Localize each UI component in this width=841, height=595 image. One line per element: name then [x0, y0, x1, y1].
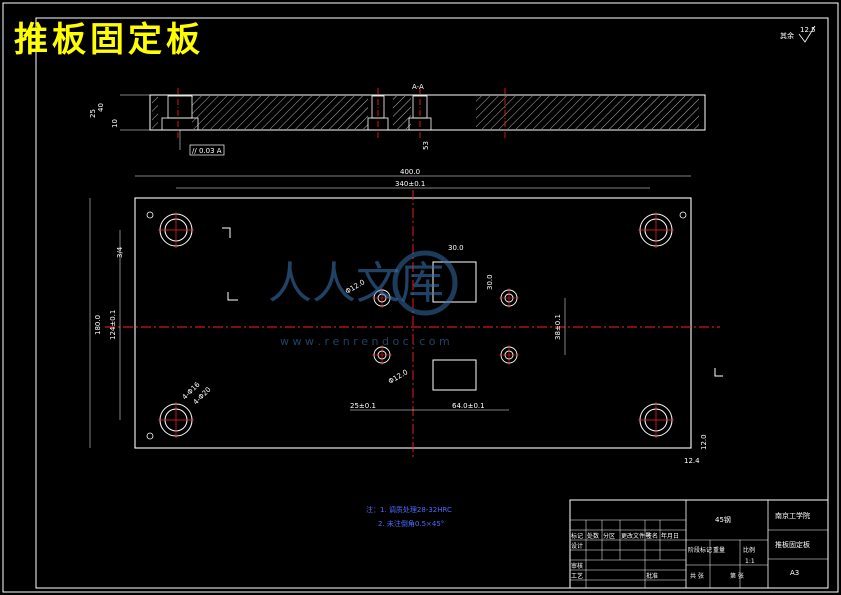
section-view: A-A 25 40 10 53 // 0.03 A: [89, 83, 706, 156]
tb-sheet-size: A3: [790, 569, 799, 577]
dim-square-height: 30.0: [486, 274, 494, 290]
section-label: A-A: [412, 83, 424, 91]
watermark: 人人文库 w w w . r e n r e n d o c . c o m: [268, 250, 458, 348]
tb-scale-value: 1:1: [745, 558, 755, 565]
inner-border: [35, 17, 829, 589]
section-hatch-a: [192, 96, 368, 129]
tb-sheets-total: 共 张: [690, 572, 704, 580]
tolerance-frame: [189, 144, 225, 156]
title-block-frame: [569, 499, 829, 589]
note-line-1: 注：1. 调质处理28-32HRC: [366, 505, 452, 514]
dim-bottom-right: 12.4: [684, 457, 700, 465]
dim-edge-label: 3/4: [116, 246, 124, 258]
tolerance-text: // 0.03 A: [192, 147, 222, 155]
tb-row-label-5: 年月日: [661, 532, 679, 540]
tb-stage-label: 阶段标记: [688, 546, 712, 554]
dim-overall-width: 400.0: [400, 168, 420, 176]
dim-right-small: 12.0: [700, 434, 708, 450]
dim-center-pitch: 64.0±0.1: [452, 402, 485, 410]
section-hatch-c: [476, 96, 699, 129]
section-hatch-b: [393, 96, 411, 129]
tb-row-label-1: 处数: [587, 532, 599, 540]
title-block: 南京工学院 推板固定板 A3 45钢 阶段标记 重量 比例 1:1 共 张 第 …: [569, 499, 829, 589]
section-marker-right: [714, 368, 723, 377]
tb-scale-label: 比例: [743, 546, 755, 554]
corner-hole-top-left: [158, 212, 194, 248]
pin-hole-top-right: [679, 211, 687, 219]
tb-sheets-of: 第 张: [730, 572, 744, 580]
watermark-url: w w w . r e n r e n d o c . c o m: [280, 335, 450, 348]
dim-left-pitch: 25±0.1: [350, 402, 376, 410]
tb-designer: 设计: [571, 542, 583, 550]
tb-drawing-name: 推板固定板: [775, 540, 810, 549]
section-hatch-d: [152, 96, 158, 129]
ejector-hole-lower-right: [499, 345, 519, 365]
corner-hole-bottom-right: [638, 402, 674, 438]
roughness-value: 12.5: [800, 26, 816, 34]
section-dim-c: 10: [111, 119, 119, 128]
pin-hole-top-left: [146, 211, 154, 219]
dim-vert-span: 124±0.1: [109, 310, 117, 340]
section-marker-left: [227, 292, 238, 301]
page-title: 推板固定板: [14, 20, 204, 60]
section-dim-bottom: 53: [422, 141, 430, 150]
section-marker-top: [222, 227, 231, 238]
roughness-note: 其余: [780, 31, 794, 40]
roughness-symbol-icon: [798, 25, 816, 43]
plan-view: 400.0 340±0.1 180.0 124±0.1 3/4: [89, 168, 723, 465]
tb-row-label-3: 更改文件号: [621, 532, 651, 540]
tb-material: 45钢: [715, 515, 731, 524]
note-line-2: 2. 未注倒角0.5×45°: [378, 519, 444, 528]
corner-hole-bottom-left: [158, 402, 194, 438]
dim-small-hole-b: Φ12.0: [387, 368, 409, 385]
tb-checker: 审核: [571, 562, 583, 570]
section-dim-b: 40: [97, 103, 105, 112]
square-opening-lower: [432, 359, 477, 391]
watermark-text: 人人文库: [268, 258, 444, 309]
dim-hole-span: 340±0.1: [395, 180, 425, 188]
ejector-hole-lower-left: [372, 345, 392, 365]
tb-school: 南京工学院: [775, 511, 810, 520]
tb-row-label-0: 标记: [571, 532, 583, 540]
dim-overall-height: 180.0: [94, 315, 102, 335]
tb-approve: 批准: [646, 572, 658, 580]
tb-weight-label: 重量: [713, 546, 725, 554]
ejector-hole-upper-left: [372, 288, 392, 308]
tb-row-label-4: 签名: [646, 532, 658, 540]
square-opening-upper: [432, 261, 477, 303]
dim-right-vert: 38±0.1: [554, 314, 562, 340]
watermark-logo-icon: [392, 250, 458, 316]
pin-hole-bottom-left: [146, 432, 154, 440]
tb-row-label-2: 分区: [603, 532, 615, 540]
section-dim-a: 25: [89, 109, 97, 118]
corner-hole-top-right: [638, 212, 674, 248]
ejector-hole-upper-right: [499, 288, 519, 308]
tb-process: 工艺: [571, 572, 583, 580]
section-counterbore-left: [167, 95, 193, 119]
dim-square-width: 30.0: [448, 244, 464, 252]
